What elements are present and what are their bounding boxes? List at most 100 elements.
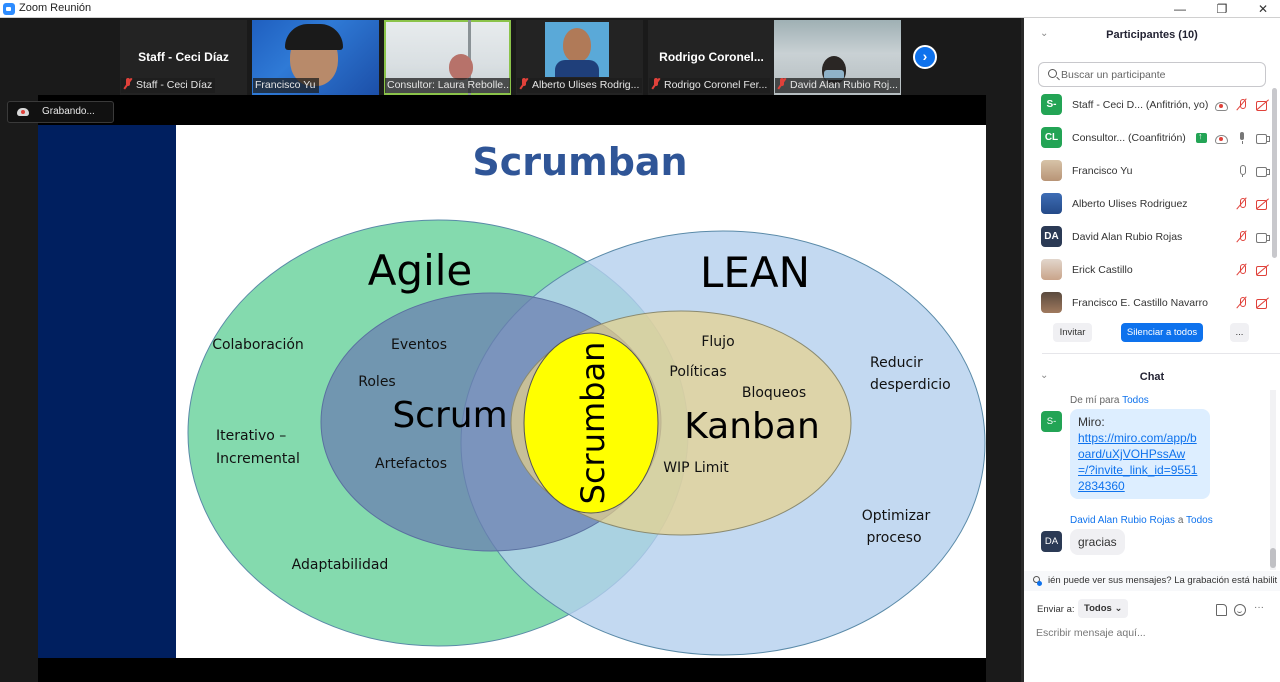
invite-button[interactable]: Invitar bbox=[1053, 323, 1092, 342]
participant-row[interactable]: S- Staff - Ceci D... (Anfitrión, yo) bbox=[1024, 89, 1272, 122]
agile-term-colaboracion: Colaboración bbox=[212, 337, 304, 353]
zoom-app-icon bbox=[3, 3, 15, 15]
window-titlebar: Zoom Reunión — ❐ ✕ bbox=[0, 0, 1280, 18]
participant-search[interactable] bbox=[1038, 62, 1266, 87]
participant-row[interactable]: Francisco Yu bbox=[1024, 155, 1272, 188]
recipient-dropdown[interactable]: Todos ⌄ bbox=[1078, 599, 1129, 618]
collapse-chevron-icon[interactable]: ⌄ bbox=[1040, 28, 1049, 39]
restore-button[interactable]: ❐ bbox=[1216, 2, 1228, 16]
camera-off-icon[interactable] bbox=[1256, 264, 1270, 276]
avatar: DA bbox=[1041, 531, 1062, 552]
chat-visibility-notice[interactable]: ién puede ver sus mensajes? La grabación… bbox=[1024, 571, 1280, 591]
participant-status-icons bbox=[1235, 295, 1270, 311]
participant-search-input[interactable] bbox=[1061, 66, 1261, 84]
recording-indicator[interactable]: Grabando... bbox=[7, 101, 114, 123]
camera-off-icon[interactable] bbox=[1256, 99, 1270, 111]
scrumban-ellipse bbox=[523, 332, 659, 514]
mic-icon[interactable] bbox=[1235, 132, 1249, 144]
video-tile-francisco-yu[interactable]: Francisco Yu bbox=[252, 20, 379, 95]
camera-icon[interactable] bbox=[1256, 132, 1270, 144]
more-icon[interactable]: ··· bbox=[1254, 602, 1264, 613]
mic-muted-icon bbox=[519, 78, 528, 89]
avatar-photo bbox=[1041, 160, 1062, 181]
send-to-label: Enviar a: bbox=[1037, 604, 1075, 615]
mic-off-icon[interactable] bbox=[1235, 297, 1249, 309]
tile-display-name: Rodrigo Coronel... bbox=[659, 50, 764, 64]
message-meta: David Alan Rubio Rojas a Todos bbox=[1070, 515, 1213, 526]
message-meta: De mí para Todos bbox=[1070, 395, 1149, 406]
message-recipient[interactable]: Todos bbox=[1122, 395, 1149, 406]
message-text: gracias bbox=[1078, 535, 1117, 549]
tile-label: Rodrigo Coronel Fer... bbox=[664, 79, 768, 91]
tile-label: Francisco Yu bbox=[255, 79, 316, 91]
side-panel: ⌄ Participantes (10) S- Staff - Ceci D..… bbox=[1024, 18, 1280, 682]
video-tile-consultor-laura[interactable]: Consultor: Laura Rebolle... bbox=[384, 20, 511, 95]
participant-status-icons bbox=[1196, 130, 1270, 146]
mic-off-icon[interactable] bbox=[1235, 231, 1249, 243]
chat-header: ⌄ Chat bbox=[1024, 360, 1280, 396]
camera-icon[interactable] bbox=[1256, 165, 1270, 177]
chat-title: Chat bbox=[1139, 371, 1165, 383]
participant-video bbox=[449, 54, 473, 80]
mute-all-button[interactable]: Silenciar a todos bbox=[1121, 323, 1203, 342]
notice-text: ién puede ver sus mensajes? La grabación… bbox=[1048, 575, 1278, 586]
participants-title: Participantes (10) bbox=[1106, 29, 1198, 41]
participant-name: Francisco Yu bbox=[1072, 165, 1133, 177]
message-link[interactable]: https://miro.com/app/board/uXjVOHPssAw=/… bbox=[1078, 431, 1198, 493]
avatar-photo bbox=[1041, 292, 1062, 313]
mic-off-icon[interactable] bbox=[1235, 198, 1249, 210]
search-icon bbox=[1048, 69, 1057, 78]
message-sender: De mí para bbox=[1070, 395, 1120, 406]
next-page-button[interactable]: › bbox=[913, 45, 937, 69]
participant-name: Staff - Ceci D... (Anfitrión, yo) bbox=[1072, 99, 1209, 111]
panel-divider[interactable] bbox=[1021, 18, 1024, 682]
participant-list-scrollbar[interactable] bbox=[1272, 88, 1277, 258]
more-options-button[interactable]: ... bbox=[1230, 323, 1249, 342]
camera-icon[interactable] bbox=[1256, 231, 1270, 243]
participant-row[interactable]: Alberto Ulises Rodriguez bbox=[1024, 188, 1272, 221]
participant-name: Alberto Ulises Rodriguez bbox=[1072, 198, 1188, 210]
lean-term-desperdicio: desperdicio bbox=[870, 377, 951, 393]
message-recipient[interactable]: Todos bbox=[1186, 515, 1213, 526]
video-tile-alberto[interactable]: Alberto Ulises Rodrig... bbox=[516, 20, 643, 95]
tile-name-tag: Alberto Ulises Rodrig... bbox=[517, 78, 642, 93]
participant-row[interactable]: Francisco E. Castillo Navarro bbox=[1024, 287, 1272, 313]
tile-name-tag: Francisco Yu bbox=[253, 78, 319, 93]
profile-photo bbox=[545, 22, 609, 77]
video-tile-david[interactable]: David Alan Rubio Roj... bbox=[774, 20, 901, 95]
kanban-term-wip-limit: WIP Limit bbox=[663, 460, 729, 476]
mic-off-icon[interactable] bbox=[1235, 99, 1249, 111]
chat-scrollbar[interactable] bbox=[1270, 390, 1276, 570]
participant-status-icons bbox=[1214, 97, 1270, 113]
participant-row[interactable]: DA David Alan Rubio Rojas bbox=[1024, 221, 1272, 254]
mic-off-icon[interactable] bbox=[1235, 264, 1249, 276]
file-icon[interactable] bbox=[1216, 604, 1227, 616]
participant-row[interactable]: Erick Castillo bbox=[1024, 254, 1272, 287]
scrum-label: Scrum bbox=[392, 395, 507, 436]
message-sender[interactable]: David Alan Rubio Rojas bbox=[1070, 515, 1176, 526]
camera-off-icon[interactable] bbox=[1256, 297, 1270, 309]
kanban-label: Kanban bbox=[684, 406, 820, 447]
emoji-icon[interactable] bbox=[1234, 604, 1246, 616]
venn-diagram: Scrumban Agile LEAN Scrum Kanban Scrumba… bbox=[187, 140, 986, 656]
video-tile-staff-ceci[interactable]: Staff - Ceci Díaz Staff - Ceci Díaz bbox=[120, 20, 247, 95]
participant-name: Francisco E. Castillo Navarro bbox=[1072, 297, 1208, 309]
chat-message-input[interactable] bbox=[1036, 624, 1268, 642]
collapse-chevron-icon[interactable]: ⌄ bbox=[1040, 370, 1049, 381]
agile-label: Agile bbox=[368, 246, 473, 295]
camera-off-icon[interactable] bbox=[1256, 198, 1270, 210]
close-button[interactable]: ✕ bbox=[1257, 2, 1269, 16]
minimize-button[interactable]: — bbox=[1174, 2, 1186, 16]
lean-term-reducir: Reducir bbox=[870, 355, 923, 371]
lean-term-optimizar: Optimizar bbox=[862, 508, 931, 524]
kanban-term-flujo: Flujo bbox=[701, 334, 734, 350]
message-connector: a bbox=[1177, 515, 1184, 526]
video-tile-rodrigo[interactable]: Rodrigo Coronel... Rodrigo Coronel Fer..… bbox=[648, 20, 775, 95]
presentation-slide: Scrumban Agile LEAN Scrum Kanban Scrumba… bbox=[38, 125, 986, 658]
participant-row[interactable]: CL Consultor... (Coanfitrión) bbox=[1024, 122, 1272, 155]
scrollbar-thumb[interactable] bbox=[1270, 548, 1276, 568]
tile-label: Alberto Ulises Rodrig... bbox=[532, 79, 640, 91]
avatar: S- bbox=[1041, 94, 1062, 115]
mic-icon[interactable] bbox=[1235, 165, 1249, 177]
tile-label: Staff - Ceci Díaz bbox=[136, 79, 213, 91]
